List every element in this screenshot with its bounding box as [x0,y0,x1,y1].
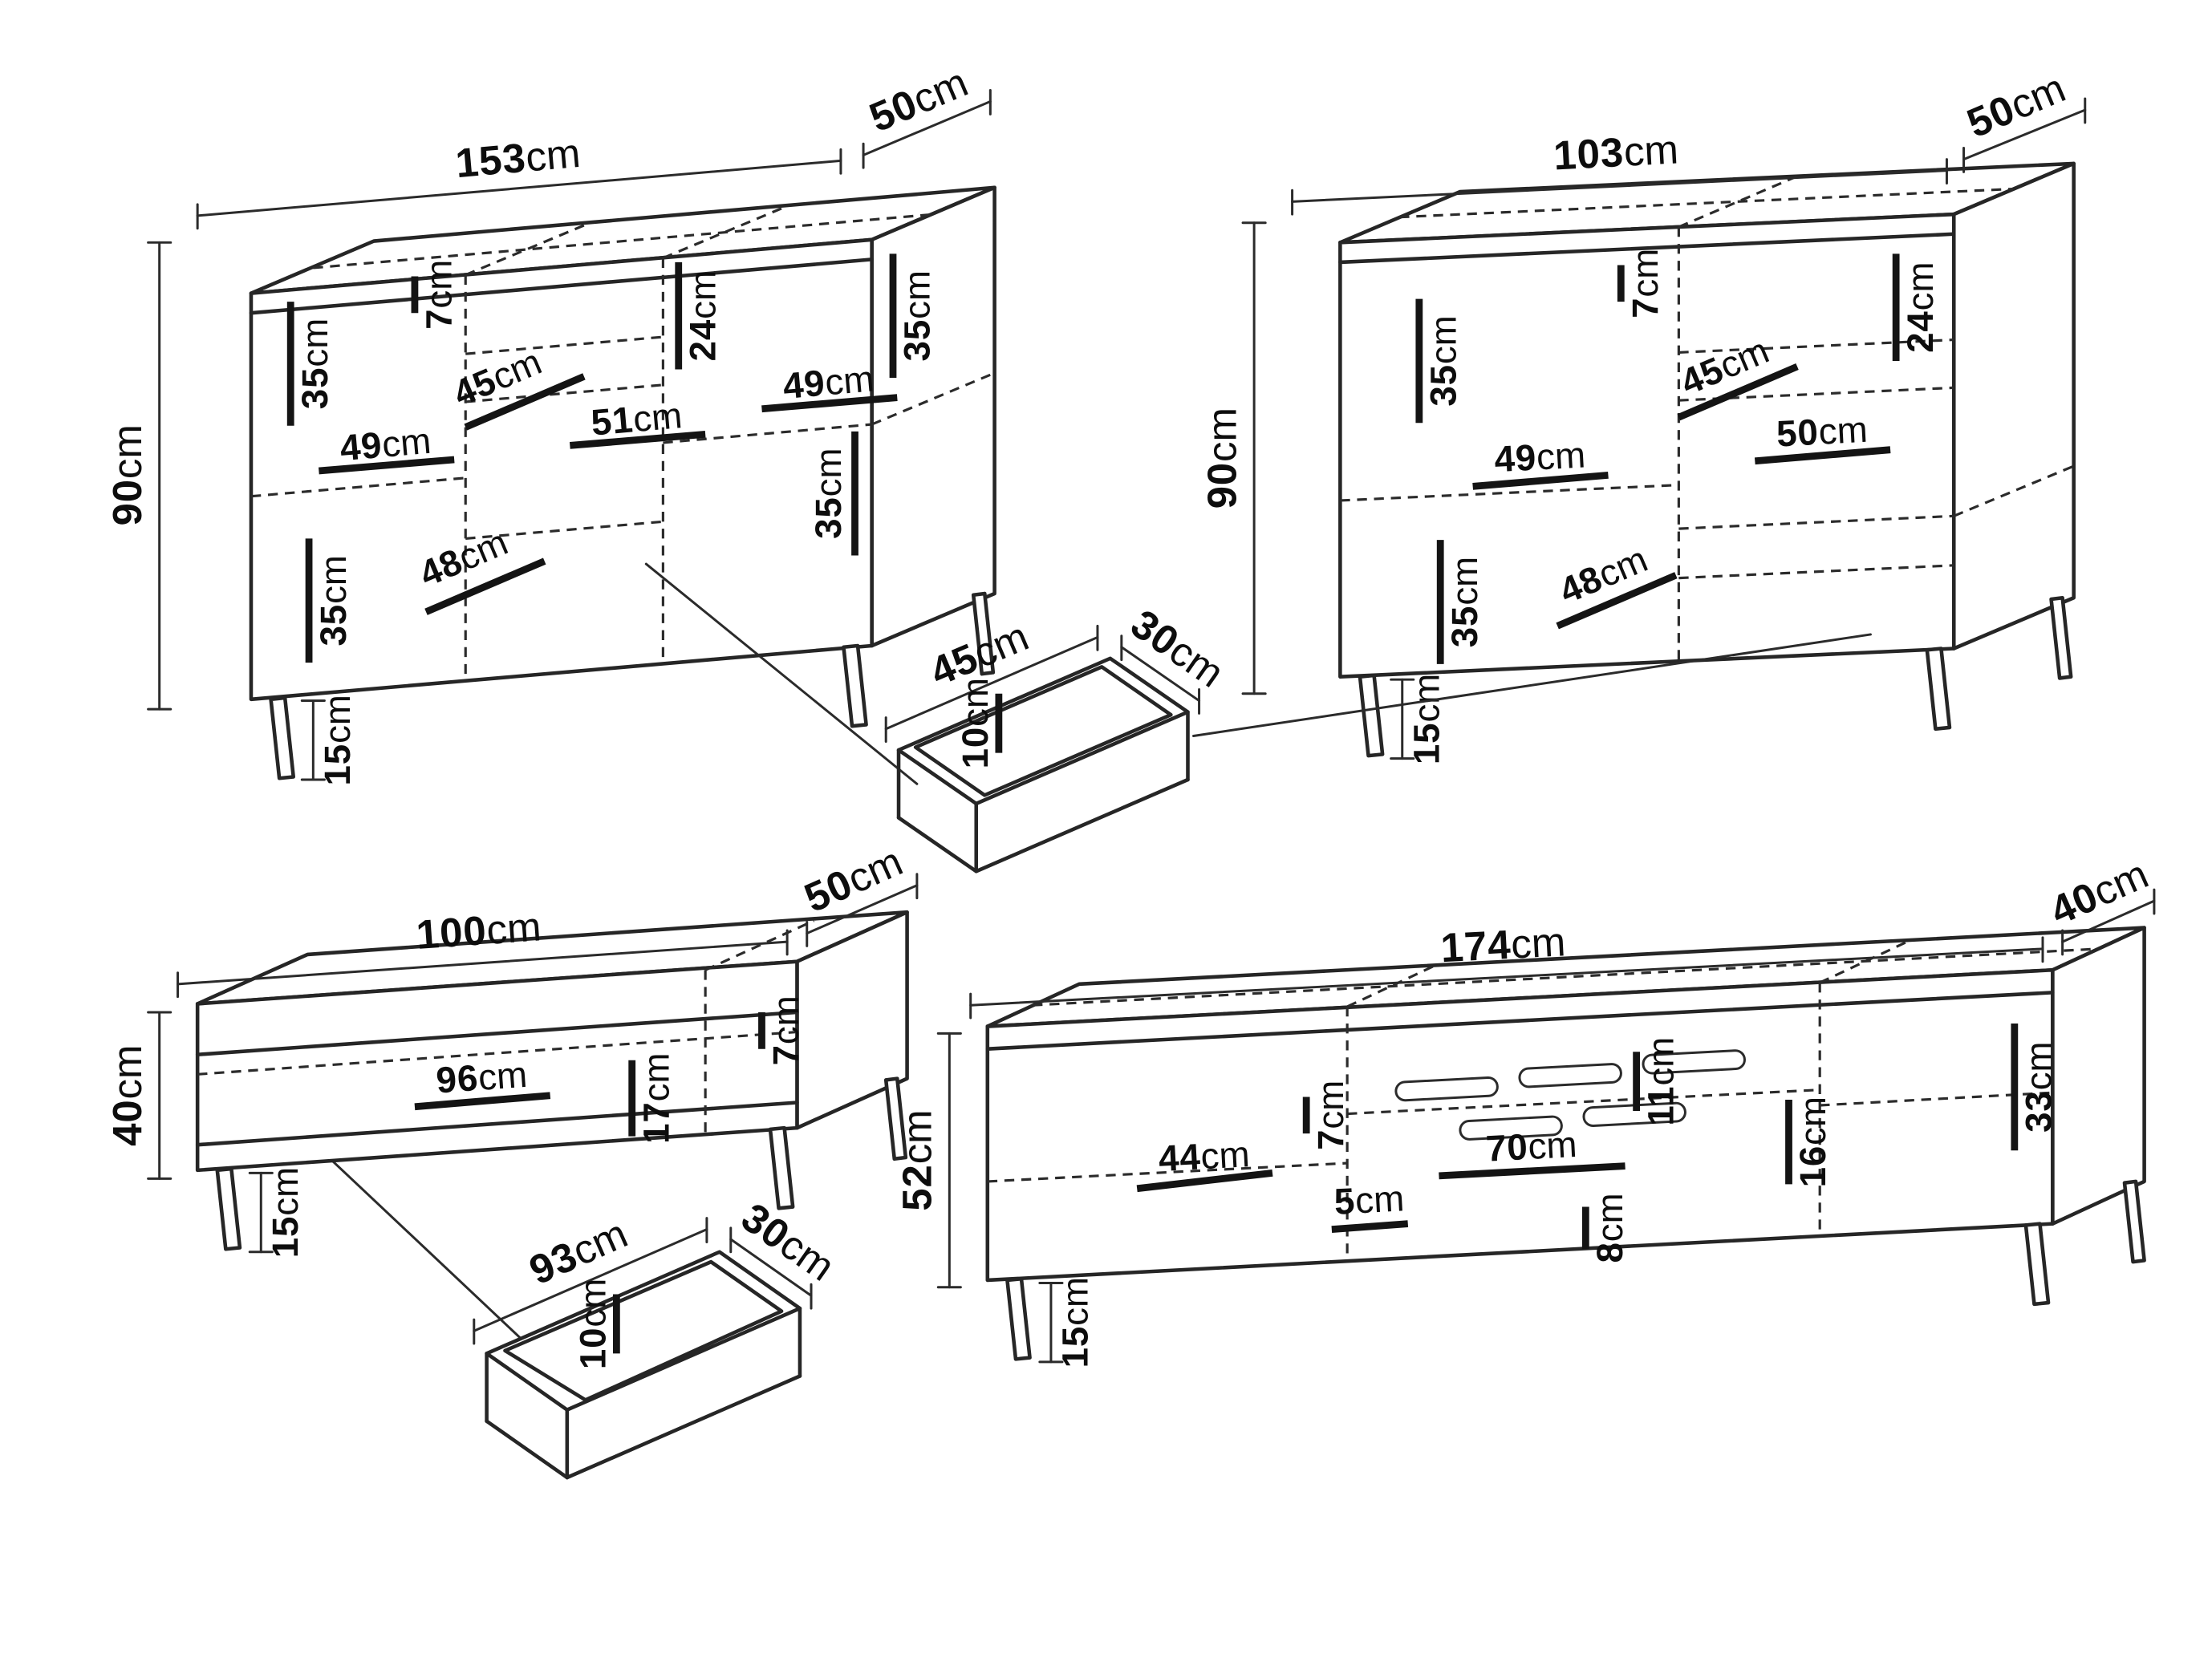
sideboard-large-internal-2-label: 24cm [682,270,723,361]
sideboard-small-leg-label: 15cm [1406,674,1447,764]
coffee-table-internal-1-label: 17cm [635,1052,676,1143]
sideboard-small-internal-0-label: 35cm [1423,315,1464,406]
drawer-sideboard-dimension-lines [884,624,1201,753]
tv-stand-internal-6-label: 8cm [1589,1193,1630,1263]
sideboard-small-internal-4-label: 49cm [1493,434,1586,480]
drawer-coffee-table-body [485,1250,802,1480]
tv-stand-height-label: 52cm [894,1109,940,1210]
sideboard-large-internal-8-label: 35cm [808,448,849,538]
sideboard-large-internal-5-label: 49cm [339,420,433,469]
sideboard-small-internal-6-label: 35cm [1444,557,1485,647]
sideboard-large-internal-6-label: 51cm [590,395,684,444]
sideboard-large-internal-0-label: 35cm [294,318,335,409]
sideboard-large-dimension-lines [147,88,992,781]
coffee-table-leg-label: 15cm [265,1167,306,1258]
sideboard-small-body [1338,161,2076,758]
sideboard-small-internal-1-label: 7cm [1625,249,1666,318]
sideboard-small-labels: 103cm 50cm 90cm 15cm 35cm 7cm 24cm 45cm … [1199,65,2072,765]
sideboard-small-dimension-lines [1241,97,2087,760]
tv-stand-leg-label: 15cm [1055,1277,1096,1368]
coffee-table: 100cm 50cm 40cm 15cm 96cm 17cm 7cm [104,838,919,1258]
coffee-table-internal-0-label: 96cm [435,1054,529,1101]
drawer-coffee-table-height-label: 10cm [572,1279,613,1369]
drawer-coffee-table: 93cm 30cm 10cm [473,1194,843,1480]
tv-stand-internal-7-label: 33cm [2019,1041,2060,1132]
tv-stand-internal-2-label: 70cm [1485,1124,1578,1170]
drawer-sideboard-height-label: 10cm [955,678,996,768]
sideboard-large-depth-label: 50cm [863,59,975,141]
coffee-table-depth-label: 50cm [798,838,909,921]
coffee-table-dimension-lines [147,873,919,1254]
tv-stand-internal-3-label: 11cm [1640,1037,1681,1126]
coffee-table-width-label: 100cm [415,903,542,958]
tv-stand-labels: 174cm 40cm 52cm 15cm 44cm 7cm 70cm 11cm … [894,851,2154,1368]
tv-stand: 174cm 40cm 52cm 15cm 44cm 7cm 70cm 11cm … [894,851,2156,1368]
tv-stand-internal-0-label: 44cm [1158,1133,1251,1179]
sideboard-large-height-label: 90cm [104,424,150,525]
tv-stand-dimension-lines [936,888,2156,1364]
tv-stand-internal-1-label: 7cm [1310,1080,1351,1150]
coffee-table-height-label: 40cm [104,1045,150,1146]
coffee-table-labels: 100cm 50cm 40cm 15cm 96cm 17cm 7cm [104,838,909,1258]
tv-stand-width-label: 174cm [1439,918,1566,971]
drawer-sideboard: 45cm 30cm 10cm [884,601,1232,874]
sideboard-large-internal-9-label: 35cm [313,555,354,646]
sideboard-large-body [249,185,996,780]
leader-lines [326,562,1872,1344]
tv-stand-internal-4-label: 16cm [1792,1097,1833,1187]
sideboard-large-leg-label: 15cm [317,695,358,785]
tv-stand-internal-5-label: 5cm [1333,1178,1406,1222]
sideboard-large: 153cm 50cm 90cm 15cm 35cm 7cm 24cm 35cm … [104,59,996,785]
sideboard-large-internal-3-label: 35cm [897,270,938,361]
sideboard-large-internal-7-label: 49cm [781,358,876,407]
coffee-table-internal-2-label: 7cm [765,995,806,1065]
sideboard-small-internal-5-label: 50cm [1776,409,1869,455]
sideboard-small: 103cm 50cm 90cm 15cm 35cm 7cm 24cm 45cm … [1199,65,2087,765]
tv-stand-depth-label: 40cm [2044,851,2155,934]
drawer-sideboard-body [896,656,1190,874]
sideboard-small-internal-2-label: 24cm [1900,261,1941,352]
sideboard-small-width-label: 103cm [1552,126,1679,178]
sideboard-small-depth-label: 50cm [1960,65,2072,147]
sideboard-small-height-label: 90cm [1199,407,1244,509]
sideboard-large-width-label: 153cm [454,130,582,186]
tv-stand-body [985,926,2146,1361]
drawer-coffee-table-dimension-lines [473,1217,813,1354]
sideboard-large-internal-1-label: 7cm [419,260,460,330]
